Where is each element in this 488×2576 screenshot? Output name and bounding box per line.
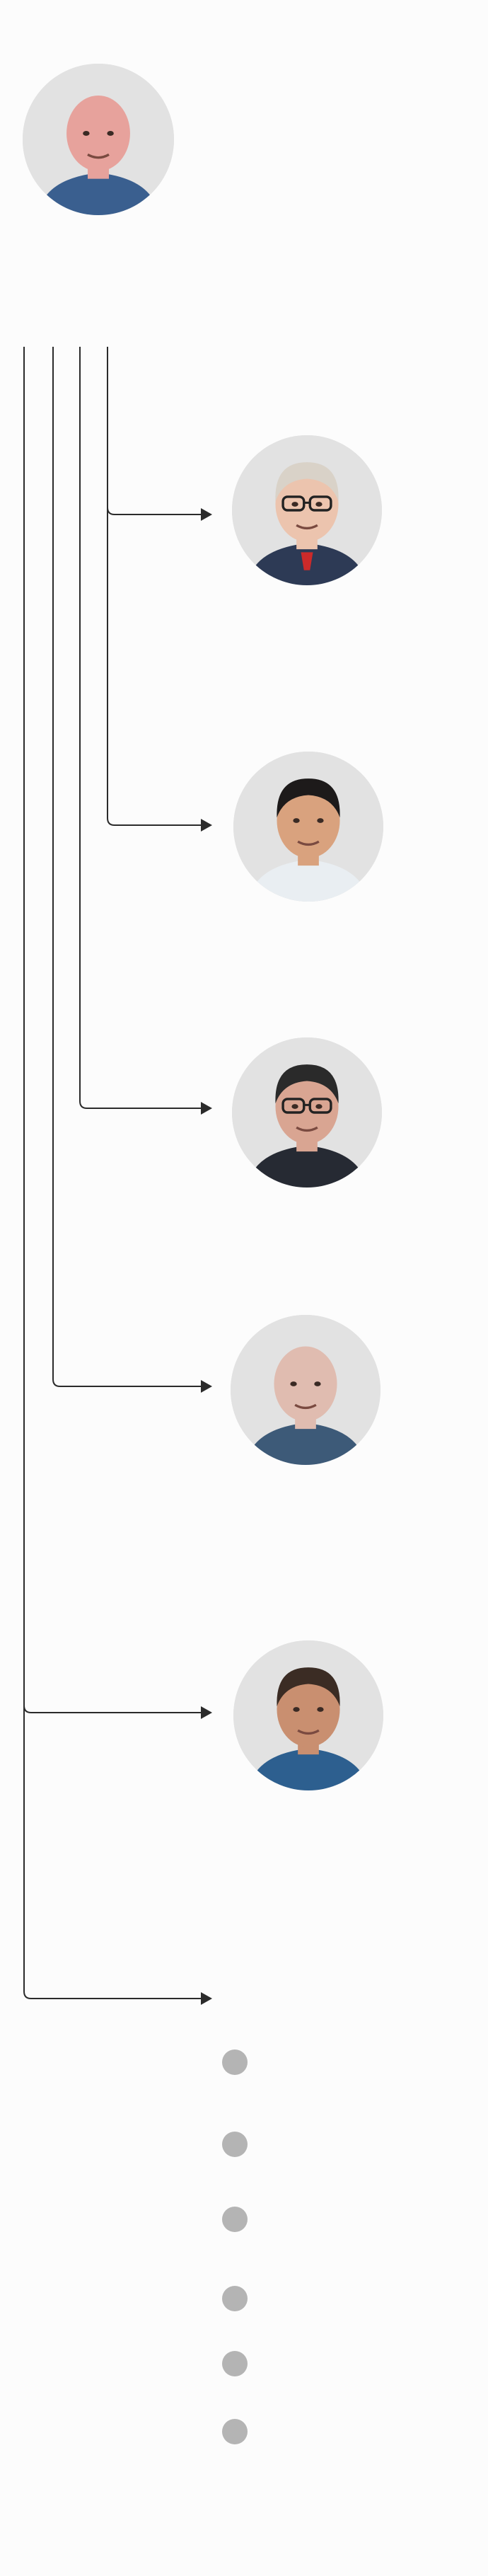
connector-to-pending xyxy=(23,1991,202,1999)
connector-to-child-5 xyxy=(23,1705,202,1713)
placeholder-dot-5 xyxy=(222,2351,248,2376)
child-avatar-5[interactable] xyxy=(233,1640,383,1790)
placeholder-dot-1 xyxy=(222,2049,248,2075)
person-photo-icon xyxy=(23,64,174,215)
person-photo-icon xyxy=(232,435,382,585)
connector-to-child-3 xyxy=(79,1100,202,1109)
child-avatar-4[interactable] xyxy=(231,1315,380,1465)
child-avatar-3[interactable] xyxy=(232,1037,382,1188)
connector-to-child-1 xyxy=(107,507,202,515)
person-photo-icon xyxy=(233,752,383,902)
arrowhead-to-child-2 xyxy=(201,819,212,832)
arrowhead-to-child-4 xyxy=(201,1380,212,1393)
root-avatar[interactable] xyxy=(23,64,174,215)
person-photo-icon xyxy=(231,1315,380,1465)
connector-to-child-4 xyxy=(52,1379,202,1387)
placeholder-dot-2 xyxy=(222,2132,248,2157)
connector-to-child-2 xyxy=(107,817,202,826)
person-photo-icon xyxy=(232,1037,382,1188)
placeholder-dot-4 xyxy=(222,2286,248,2311)
arrowhead-to-pending xyxy=(201,1992,212,2005)
arrowhead-to-child-1 xyxy=(201,508,212,521)
child-avatar-1[interactable] xyxy=(232,435,382,585)
person-photo-icon xyxy=(233,1640,383,1790)
child-avatar-2[interactable] xyxy=(233,752,383,902)
arrowhead-to-child-3 xyxy=(201,1102,212,1115)
placeholder-dot-3 xyxy=(222,2207,248,2232)
placeholder-dot-6 xyxy=(222,2419,248,2444)
arrowhead-to-child-5 xyxy=(201,1706,212,1719)
